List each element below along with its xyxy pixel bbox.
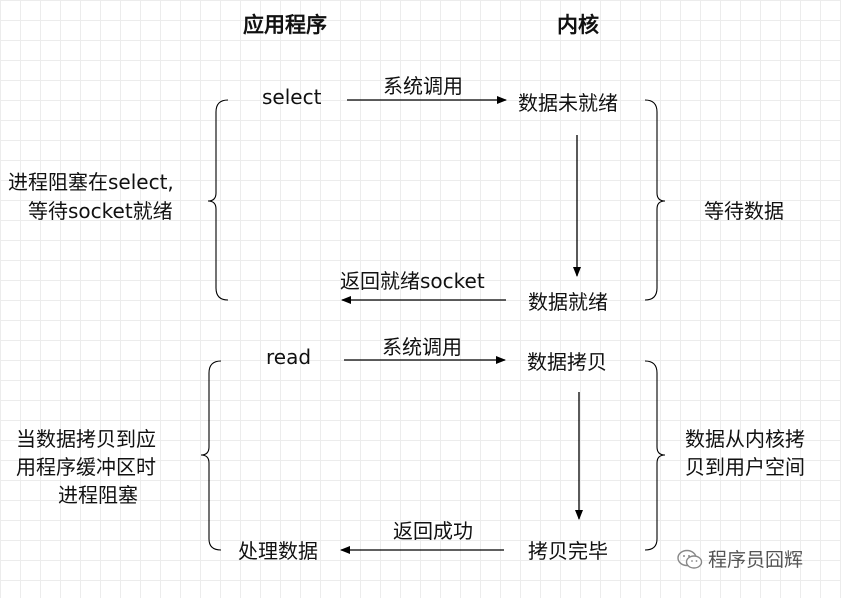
syscall-label-select: 系统调用 <box>383 74 463 98</box>
kernel-column-header: 内核 <box>557 13 599 37</box>
process-data-label: 处理数据 <box>238 539 318 563</box>
right-brace-select <box>644 99 666 301</box>
kernel-data-not-ready: 数据未就绪 <box>518 91 618 115</box>
right-brace-read <box>644 360 666 551</box>
select-block-note-line1: 进程阻塞在select, <box>8 170 174 194</box>
syscall-label-read: 系统调用 <box>382 335 462 359</box>
wait-data-note: 等待数据 <box>704 199 784 223</box>
read-call-label: read <box>266 345 312 369</box>
wechat-icon <box>677 549 703 569</box>
read-block-note-line3: 进程阻塞 <box>58 483 138 507</box>
left-brace-select <box>207 99 229 301</box>
copy-to-user-note-line1: 数据从内核拷 <box>685 427 805 451</box>
return-ready-socket-label: 返回就绪socket <box>340 269 485 293</box>
app-column-header: 应用程序 <box>243 13 327 37</box>
select-call-label: select <box>262 85 322 109</box>
kernel-data-copy: 数据拷贝 <box>527 350 607 374</box>
read-block-note-line1: 当数据拷贝到应 <box>16 427 156 451</box>
watermark-text: 程序员囧辉 <box>708 549 804 571</box>
select-block-note-line2: 等待socket就绪 <box>28 199 173 223</box>
read-block-note-line2: 用程序缓冲区时 <box>16 455 156 479</box>
left-brace-read <box>200 360 222 551</box>
copy-to-user-note-line2: 贝到用户空间 <box>685 455 805 479</box>
return-success-label: 返回成功 <box>393 519 473 543</box>
kernel-data-ready: 数据就绪 <box>528 290 608 314</box>
kernel-copy-done: 拷贝完毕 <box>528 539 608 563</box>
